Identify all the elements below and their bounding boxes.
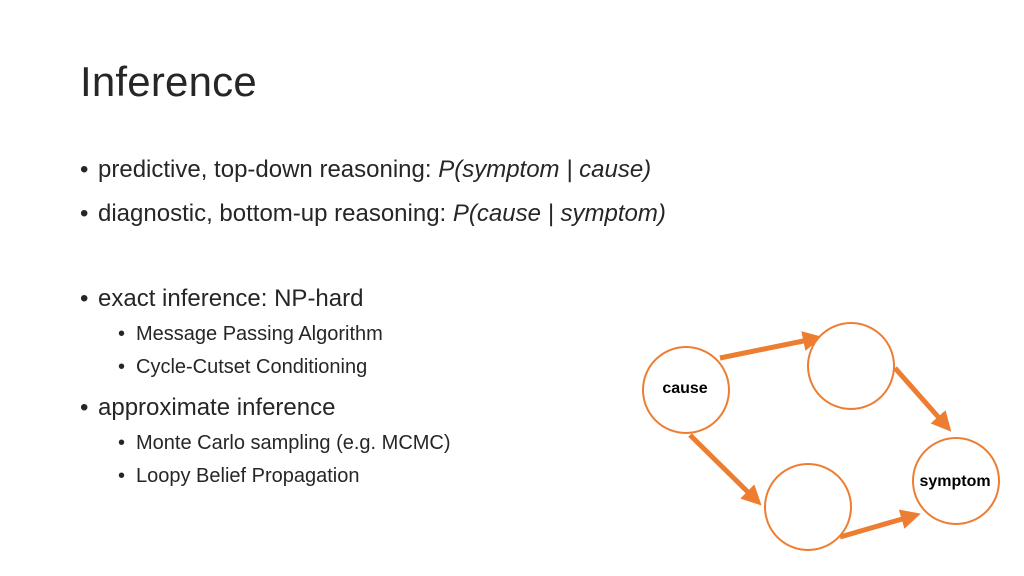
bullet-formula: P(cause | symptom) [452,200,666,227]
node-symptom: symptom [912,437,1000,525]
node-upper [807,322,895,410]
edge-lower-to-symptom [839,509,921,540]
bullet-predictive: • predictive, top-down reasoning: P(symp… [80,156,651,184]
sub-bullet-cycle-cutset: • Cycle-Cutset Conditioning [118,356,367,379]
sub-bullet-loopy-bp: • Loopy Belief Propagation [118,465,360,488]
bullet-lead-text: diagnostic, bottom-up reasoning: [98,200,453,227]
bullet-exact-inference: • exact inference: NP-hard [80,285,363,313]
bullet-formula: P(symptom | cause) [438,156,652,183]
bullet-glyph: • [80,156,89,183]
bullet-approximate-inference: • approximate inference [80,394,335,422]
bullet-glyph: • [80,285,89,312]
bullet-text: Message Passing Algorithm [136,323,383,345]
edge-upper-to-symptom [893,366,952,432]
node-label-cause: cause [662,380,707,397]
bullet-text: Loopy Belief Propagation [136,465,360,487]
bullet-glyph: • [118,356,126,378]
edge-cause-to-upper [719,331,823,361]
node-label-symptom: symptom [919,473,990,490]
node-cause: cause [642,346,730,434]
bullet-lead-text: predictive, top-down reasoning: [98,156,439,183]
bullet-glyph: • [118,432,126,454]
bullet-glyph: • [118,465,126,487]
bullet-diagnostic: • diagnostic, bottom-up reasoning: P(cau… [80,200,666,228]
sub-bullet-message-passing: • Message Passing Algorithm [118,323,383,346]
bullet-glyph: • [80,200,89,227]
bullet-text: Monte Carlo sampling (e.g. MCMC) [136,432,451,454]
slide-title: Inference [80,58,257,105]
bullet-text: Cycle-Cutset Conditioning [136,356,368,378]
bullet-text: exact inference: NP-hard [98,285,364,312]
sub-bullet-monte-carlo: • Monte Carlo sampling (e.g. MCMC) [118,432,451,455]
bullet-glyph: • [118,323,126,345]
bullet-glyph: • [80,394,89,421]
node-lower [764,463,852,551]
bullet-text: approximate inference [98,394,336,421]
edge-cause-to-lower [688,433,762,506]
